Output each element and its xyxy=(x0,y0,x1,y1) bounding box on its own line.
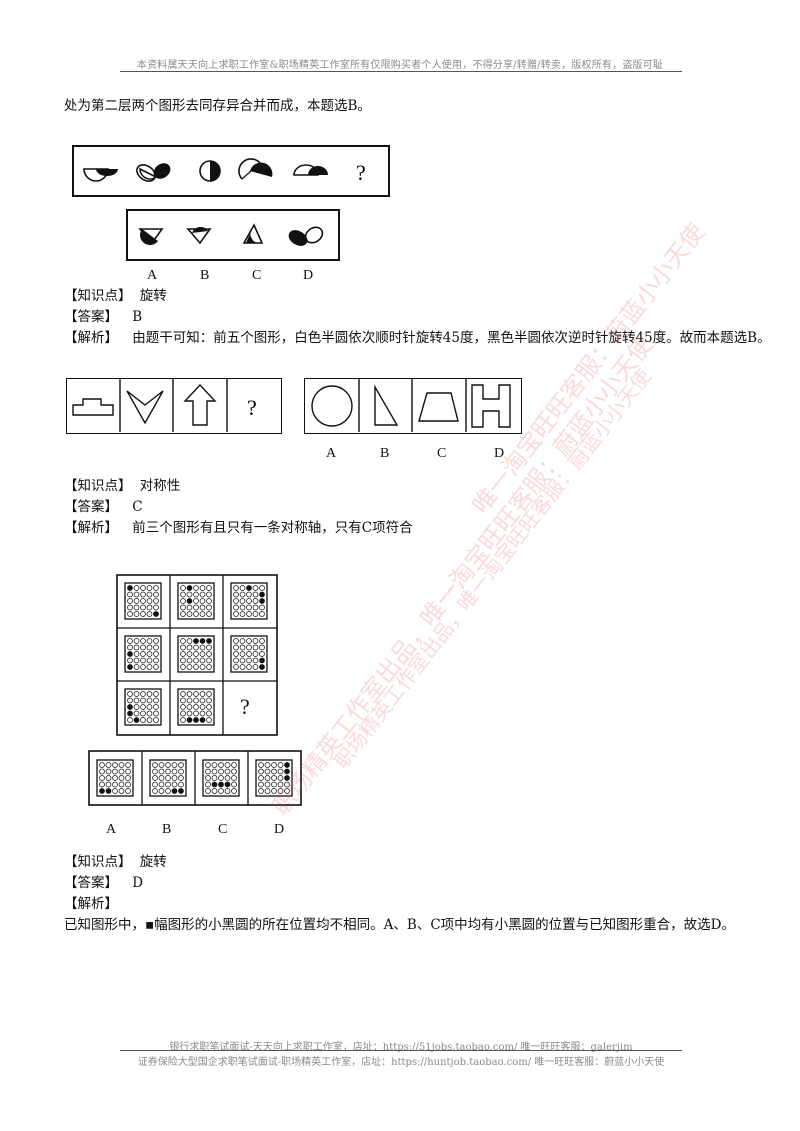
q1-knowledge-label: 【知识点】 xyxy=(64,288,132,304)
q3-knowledge-label: 【知识点】 xyxy=(64,854,132,870)
q1-options-box xyxy=(126,209,340,261)
q2-answer-value: C xyxy=(132,499,143,515)
watermark-1: 唯一淘宝旺旺客服：蔚蓝小小天使 xyxy=(466,218,711,519)
q1-option-label-a: A xyxy=(147,268,158,283)
q3-knowledge-value: 旋转 xyxy=(139,854,167,870)
q1-option-label-b: B xyxy=(200,268,210,283)
q1-option-label-c: C xyxy=(252,268,262,283)
q1-stem-box: ? xyxy=(72,145,390,197)
q3-analysis-row: 【解析】 xyxy=(64,895,118,913)
footer-divider xyxy=(120,1050,682,1051)
q2-knowledge-label: 【知识点】 xyxy=(64,478,132,494)
q2-option-label-d: D xyxy=(494,446,505,461)
q1-knowledge-value: 旋转 xyxy=(139,288,167,304)
q1-question-mark: ? xyxy=(356,160,366,185)
q3-question-mark: ? xyxy=(240,694,250,719)
intro-line: 处为第二层两个图形去同存异合并而成，本题选B。 xyxy=(64,98,371,114)
q2-answer-row: 【答案】 C xyxy=(64,498,143,516)
q2-analysis-value: 前三个图形有且只有一条对称轴，只有C项符合 xyxy=(132,520,413,536)
q3-option-shapes xyxy=(88,750,302,806)
q3-stem-shapes xyxy=(116,574,278,736)
q3-stem-grid: ? xyxy=(116,574,278,736)
q1-stem-shapes: ? xyxy=(83,158,366,185)
header-divider xyxy=(120,71,682,72)
q3-knowledge-row: 【知识点】 旋转 xyxy=(64,853,167,871)
q2-stem-shapes: ? xyxy=(72,379,257,432)
q3-option-label-b: B xyxy=(162,822,172,837)
q3-options-box xyxy=(88,750,302,806)
q1-answer-label: 【答案】 xyxy=(64,309,118,325)
q1-answer-value: B xyxy=(132,309,143,325)
q2-option-shapes xyxy=(311,379,511,432)
q3-answer-label: 【答案】 xyxy=(64,875,118,891)
q2-stem-box: ? xyxy=(66,378,282,434)
q3-answer-row: 【答案】 D xyxy=(64,874,143,892)
q1-knowledge-row: 【知识点】 旋转 xyxy=(64,287,167,305)
q2-option-label-a: A xyxy=(326,446,337,461)
footer-line-2: 证券保险大型国企求职笔试面试-职场精英工作室，店址：https://huntjo… xyxy=(137,1057,665,1068)
q2-analysis-row: 【解析】 前三个图形有且只有一条对称轴，只有C项符合 xyxy=(64,519,413,537)
q3-option-label-c: C xyxy=(218,822,228,837)
q1-option-shapes xyxy=(138,223,324,246)
q3-option-label-a: A xyxy=(106,822,117,837)
q2-knowledge-row: 【知识点】 对称性 xyxy=(64,477,180,495)
q2-knowledge-value: 对称性 xyxy=(139,478,181,494)
q3-option-label-d: D xyxy=(274,822,285,837)
q2-option-label-c: C xyxy=(437,446,447,461)
q3-answer-value: D xyxy=(132,875,144,891)
q3-analysis-label: 【解析】 xyxy=(64,896,118,912)
q1-option-label-d: D xyxy=(303,268,314,283)
q2-question-mark: ? xyxy=(247,395,257,420)
q2-option-label-b: B xyxy=(380,446,390,461)
q2-options-box xyxy=(304,378,522,434)
header-notice: 本资料属天天向上求职工作室&职场精英工作室所有仅限购买者个人使用，不得分享/转赠… xyxy=(136,60,664,71)
q3-analysis-text: 已知图形中，▪幅图形的小黑圆的所在位置均不相同。A、B、C项中均有小黑圆的位置与… xyxy=(64,917,735,933)
q1-analysis-label: 【解析】 xyxy=(64,330,118,346)
q1-answer-row: 【答案】 B xyxy=(64,308,142,326)
q1-analysis-value: 由题干可知：前五个图形，白色半圆依次顺时针旋转45度，黑色半圆依次逆时针旋转45… xyxy=(132,330,771,346)
q2-analysis-label: 【解析】 xyxy=(64,520,118,536)
q1-analysis-row: 【解析】 由题干可知：前五个图形，白色半圆依次顺时针旋转45度，黑色半圆依次逆时… xyxy=(64,329,771,347)
footer-line-1: 银行求职笔试面试-天天向上求职工作室，店址：https://51jobs.tao… xyxy=(169,1042,633,1053)
q2-answer-label: 【答案】 xyxy=(64,499,118,515)
